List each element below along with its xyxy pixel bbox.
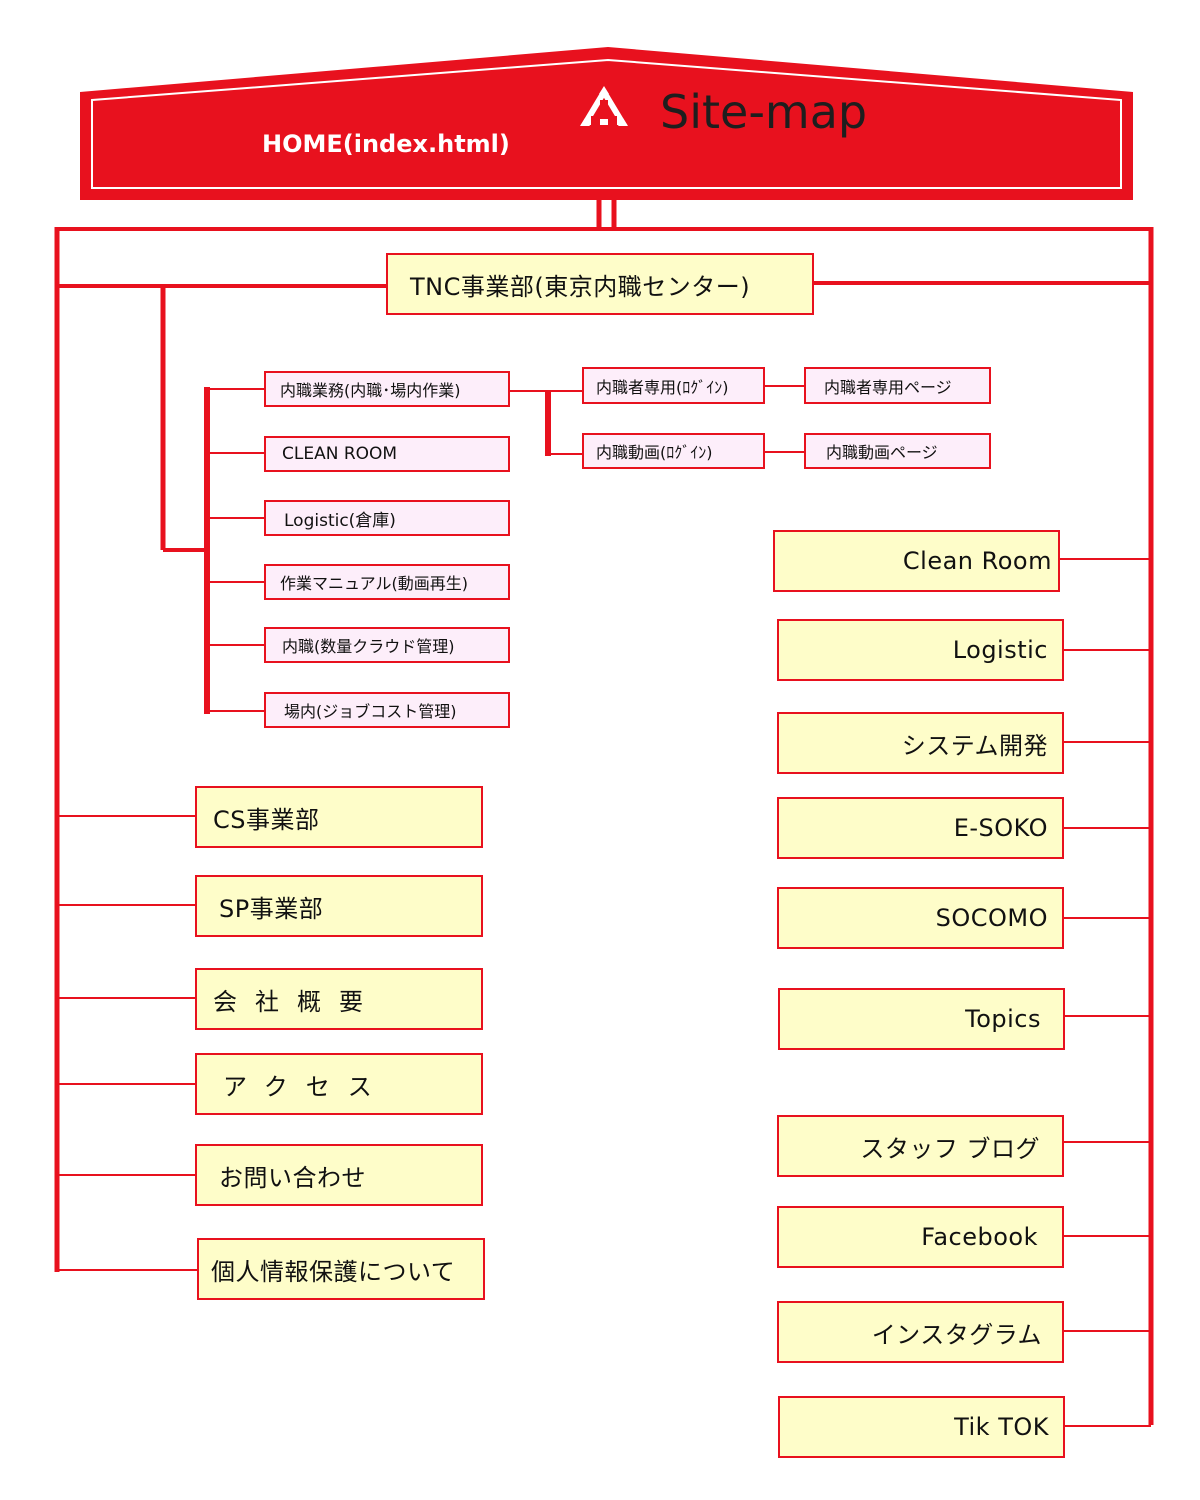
socomo-box[interactable]: SOCOMO (777, 887, 1064, 949)
contact-box[interactable]: お問い合わせ (195, 1144, 483, 1206)
triangle-arrows-logo-icon (580, 86, 628, 126)
naishoku-login-box[interactable]: 内職者専用(ﾛｸﾞｲﾝ) (582, 367, 765, 404)
tnc-child-naishoku-gyomu[interactable]: 内職業務(内職･場内作業) (264, 371, 510, 407)
header-inner-border (91, 58, 1122, 189)
topics-box[interactable]: Topics (778, 988, 1065, 1050)
cs-division-box[interactable]: CS事業部 (195, 786, 483, 848)
home-link[interactable]: HOME(index.html) (262, 130, 510, 158)
tnc-child-clean-room[interactable]: CLEAN ROOM (264, 436, 510, 472)
naishoku-video-login-box[interactable]: 内職動画(ﾛｸﾞｲﾝ) (582, 433, 765, 469)
clean-room-box[interactable]: Clean Room (773, 530, 1060, 592)
naishoku-video-page-box[interactable]: 内職動画ページ (804, 433, 991, 469)
privacy-policy-box[interactable]: 個人情報保護について (197, 1238, 485, 1300)
logistic-box[interactable]: Logistic (777, 619, 1064, 681)
e-soko-box[interactable]: E-SOKO (777, 797, 1064, 859)
instagram-box[interactable]: インスタグラム (777, 1301, 1064, 1363)
system-dev-box[interactable]: システム開発 (777, 712, 1064, 774)
tnc-child-cloud[interactable]: 内職(数量クラウド管理) (264, 627, 510, 663)
page-title: Site-map (660, 85, 868, 139)
facebook-box[interactable]: Facebook (777, 1206, 1064, 1268)
tiktok-box[interactable]: Tik TOK (778, 1396, 1065, 1458)
staff-blog-box[interactable]: スタッフ ブログ (777, 1115, 1064, 1177)
company-overview-box[interactable]: 会社概要 (195, 968, 483, 1030)
sp-division-box[interactable]: SP事業部 (195, 875, 483, 937)
tnc-child-logistic[interactable]: Logistic(倉庫) (264, 500, 510, 536)
access-box[interactable]: アクセス (195, 1053, 483, 1115)
tnc-child-manual[interactable]: 作業マニュアル(動画再生) (264, 564, 510, 600)
tnc-child-jobcost[interactable]: 場内(ジョブコスト管理) (264, 692, 510, 728)
tnc-division-box[interactable]: TNC事業部(東京内職センター) (386, 253, 814, 315)
naishoku-page-box[interactable]: 内職者専用ページ (804, 367, 991, 404)
